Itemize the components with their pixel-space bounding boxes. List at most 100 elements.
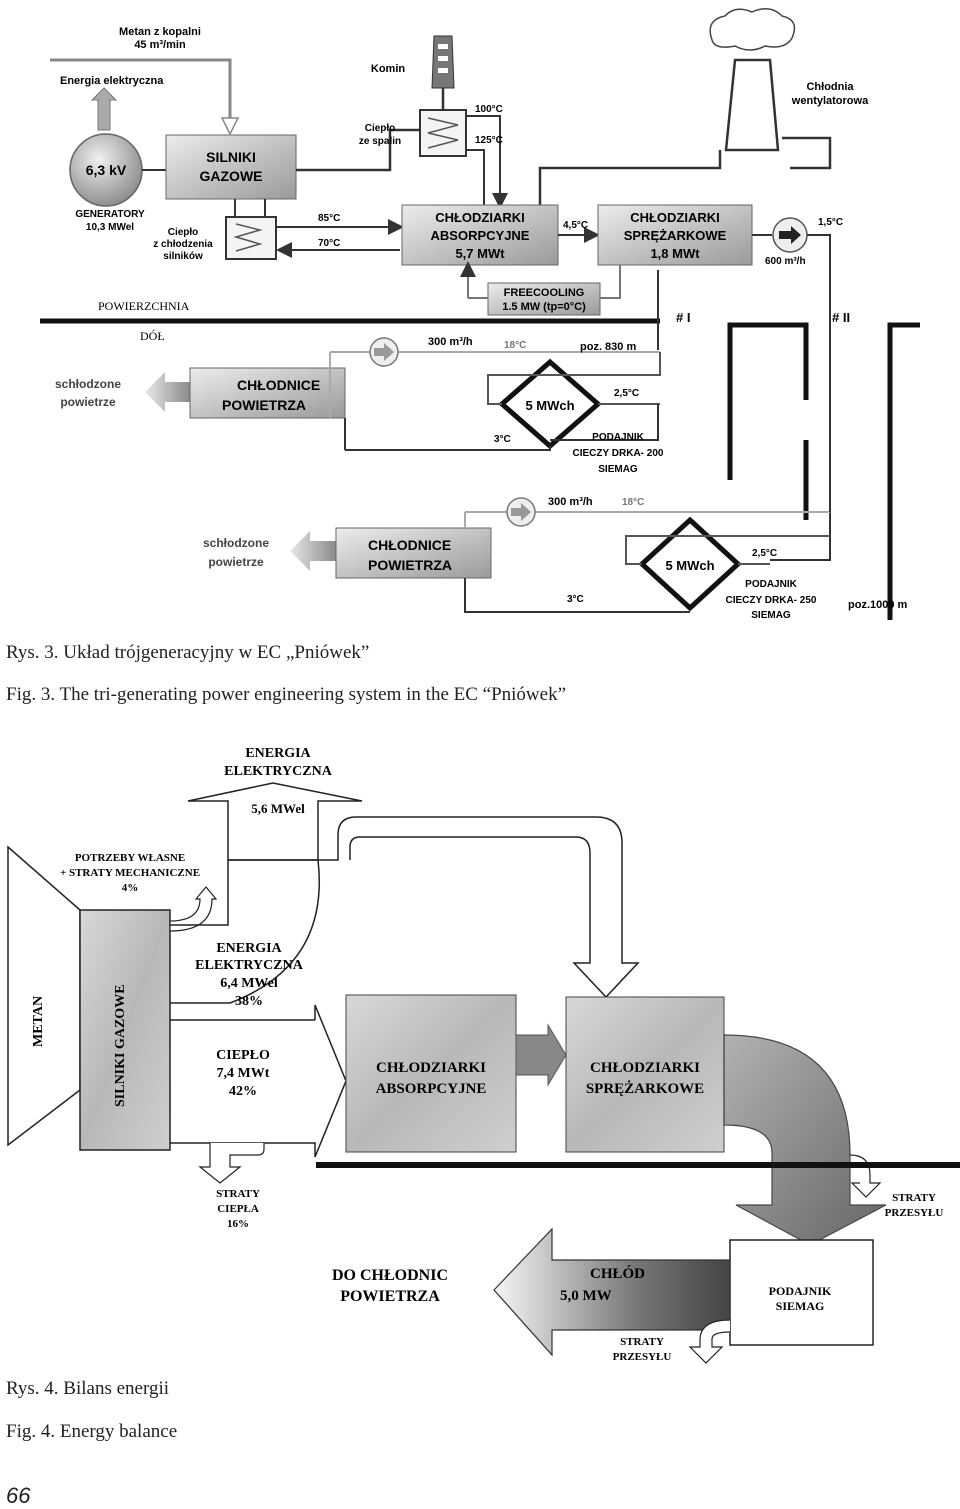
- t3b-label: 3°C: [567, 594, 584, 605]
- energia-label: Energia elektryczna: [60, 75, 164, 87]
- en-top2-label: ELEKTRYCZNA: [224, 764, 333, 779]
- chlod2-label: 5,0 MW: [560, 1288, 612, 1304]
- metan-label: METAN: [31, 996, 46, 1047]
- chlodnia-label-2: wentylatorowa: [791, 95, 869, 107]
- free1-label: FREECOOLING: [504, 287, 585, 299]
- sc3-label: 16%: [227, 1218, 249, 1230]
- t25b-label: 2,5°C: [752, 548, 777, 559]
- powierzchnia-label: POWIERZCHNIA: [98, 299, 190, 313]
- generator-kv: 6,3 kV: [86, 162, 127, 178]
- engine-heat-exchanger: [225, 216, 277, 260]
- chlodziarki-sprezarkowe-box: [597, 204, 753, 266]
- generator-label: GENERATORY: [75, 209, 145, 220]
- page-number: 66: [6, 1483, 31, 1508]
- sc2-label: CIEPŁA: [217, 1203, 259, 1215]
- energy-flow-main: [170, 859, 320, 1004]
- sp1-label: STRATY: [892, 1192, 936, 1204]
- abs2-label: ABSORPCYJNE: [431, 228, 530, 243]
- temp-70: 70°C: [318, 238, 340, 249]
- en-mid3-label: 6,4 MWel: [220, 976, 278, 991]
- spr2-label: SPRĘŻARKOWE: [586, 1080, 704, 1097]
- chp1a-label: CHŁODNICE: [237, 377, 320, 393]
- cieplo3-label: 42%: [229, 1084, 257, 1099]
- chlodziarki-absorpcyjne-box: [345, 994, 517, 1153]
- potrz3-label: 4%: [122, 882, 139, 894]
- shaft-2-wall: [887, 322, 920, 620]
- silniki-gazowe-box: [79, 909, 171, 1151]
- pod2c-label: SIEMAG: [751, 610, 791, 621]
- silniki-label-1: SILNIKI: [206, 149, 256, 165]
- chlod-output-arrow: [493, 1227, 731, 1357]
- abs1-label: CHŁODZIARKI: [376, 1060, 486, 1076]
- do2-label: POWIETRZA: [340, 1288, 440, 1305]
- pod1c-label: SIEMAG: [598, 464, 638, 475]
- steam-cloud: [709, 8, 796, 51]
- chlodnice-powietrza-2: [335, 527, 492, 579]
- poz830-label: poz. 830 m: [580, 341, 636, 353]
- silniki-gazowe-box: [165, 134, 297, 200]
- cieplo2-label: 7,4 MWt: [217, 1066, 270, 1081]
- figure-4-diagram: ENERGIA ELEKTRYCZNA 5,6 MWel METAN SILNI…: [7, 746, 960, 1364]
- mw5b-label: 5 MWch: [665, 558, 714, 573]
- mwel56-label: 5,6 MWel: [251, 801, 305, 816]
- sch2a-label: schłodzone: [203, 536, 269, 550]
- t25a-label: 2,5°C: [614, 388, 639, 399]
- komin-label: Komin: [371, 63, 406, 75]
- metan-arrow-head: [220, 117, 240, 136]
- do1-label: DO CHŁODNIC: [332, 1267, 448, 1284]
- chp2b-label: POWIETRZA: [368, 557, 452, 573]
- sch2b-label: powietrze: [208, 555, 264, 569]
- cc-label-3: silników: [163, 251, 203, 262]
- cold-pipe: [723, 1034, 887, 1246]
- abs1-label: CHŁODZIARKI: [435, 210, 525, 225]
- chlodziarki-sprezarkowe-box: [565, 996, 725, 1153]
- flow300b-label: 300 m³/h: [548, 496, 593, 508]
- figure-3-diagram: Metan z kopalni 45 m³/min Energia elektr…: [40, 8, 920, 621]
- sp3-label: STRATY: [620, 1336, 664, 1348]
- energia-up-arrow: [90, 87, 118, 131]
- pod2-label: SIEMAG: [776, 1299, 825, 1313]
- chp2a-label: CHŁODNICE: [368, 537, 451, 553]
- temp-100: 100°C: [475, 104, 503, 115]
- abs2-label: ABSORPCYJNE: [376, 1081, 487, 1097]
- t3a-label: 3°C: [494, 434, 511, 445]
- en-mid2-label: ELEKTRYCZNA: [195, 958, 304, 973]
- potrz1-label: POTRZEBY WŁASNE: [75, 852, 185, 864]
- potrz2-label: + STRATY MECHANICZNE: [60, 867, 200, 879]
- cc-label-1: Ciepło: [168, 227, 199, 238]
- shaft-1-label: # I: [676, 310, 690, 325]
- silniki-label: SILNIKI GAZOWE: [113, 984, 128, 1107]
- free2-label: 1.5 MW (tp=0°C): [502, 301, 586, 313]
- generator-power: 10,3 MWel: [86, 222, 134, 233]
- temp-15: 1,5°C: [818, 217, 843, 228]
- silniki-label-2: GAZOWE: [200, 168, 263, 184]
- pod2a-label: PODAJNIK: [745, 579, 797, 590]
- caption-fig4-en: Fig. 4. Energy balance: [6, 1421, 178, 1442]
- caption-fig3-en: Fig. 3. The tri-generating power enginee…: [6, 684, 567, 705]
- pod2b-label: CIECZY DRKA- 250: [726, 595, 817, 606]
- spr3-label: 1,8 MWt: [650, 246, 700, 261]
- shaft-1-wall: [727, 322, 809, 480]
- energia-output-arrow: [187, 782, 363, 861]
- sch1a-label: schłodzone: [55, 377, 121, 391]
- cieplo1-label: CIEPŁO: [216, 1048, 270, 1063]
- metan-label: Metan z kopalni: [119, 26, 201, 38]
- pod1a-label: PODAJNIK: [592, 432, 644, 443]
- chlodnice-powietrza-1: [189, 367, 346, 419]
- en-top1-label: ENERGIA: [245, 746, 311, 761]
- t18a-label: 18°C: [504, 340, 526, 351]
- temp-125: 125°C: [475, 135, 503, 146]
- spr1-label: CHŁODZIARKI: [590, 1060, 700, 1076]
- power-pipe: [318, 816, 640, 999]
- flow-600: 600 m³/h: [765, 256, 806, 267]
- cold-air-arrow-2: [290, 531, 336, 571]
- abs3-label: 5,7 MWt: [455, 246, 505, 261]
- freecooling-box: [487, 282, 601, 316]
- cc-label-2: z chłodzenia: [153, 239, 213, 250]
- temp-45: 4,5°C: [563, 220, 588, 231]
- chlodnia-tower: [724, 58, 780, 152]
- mw5a-label: 5 MWch: [525, 398, 574, 413]
- cieplo-spalin-2: ze spalin: [359, 136, 401, 147]
- chlodnia-label-1: Chłodnia: [806, 81, 854, 93]
- sch1b-label: powietrze: [60, 395, 116, 409]
